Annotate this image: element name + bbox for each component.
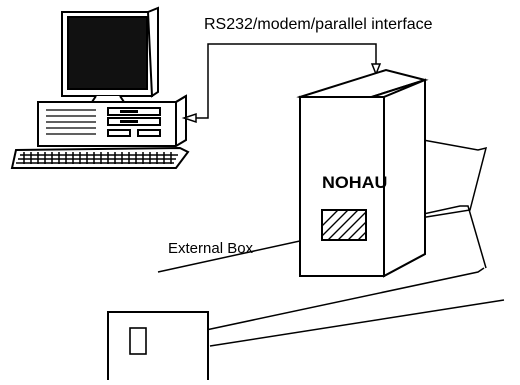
external-box-icon xyxy=(296,68,429,278)
target-board-icon xyxy=(107,311,209,380)
hatch-pattern xyxy=(321,209,367,241)
arrow-left-icon xyxy=(181,112,197,124)
brand-logo-text: NOHAU xyxy=(322,173,388,192)
computer-icon xyxy=(10,6,190,169)
interface-connection xyxy=(181,43,382,124)
monitor-screen xyxy=(67,16,148,90)
external-box-label: External Box xyxy=(168,240,254,257)
interface-label: RS232/modem/parallel interface xyxy=(204,16,433,33)
connector-slot xyxy=(129,327,147,355)
hatched-panel xyxy=(321,209,367,241)
